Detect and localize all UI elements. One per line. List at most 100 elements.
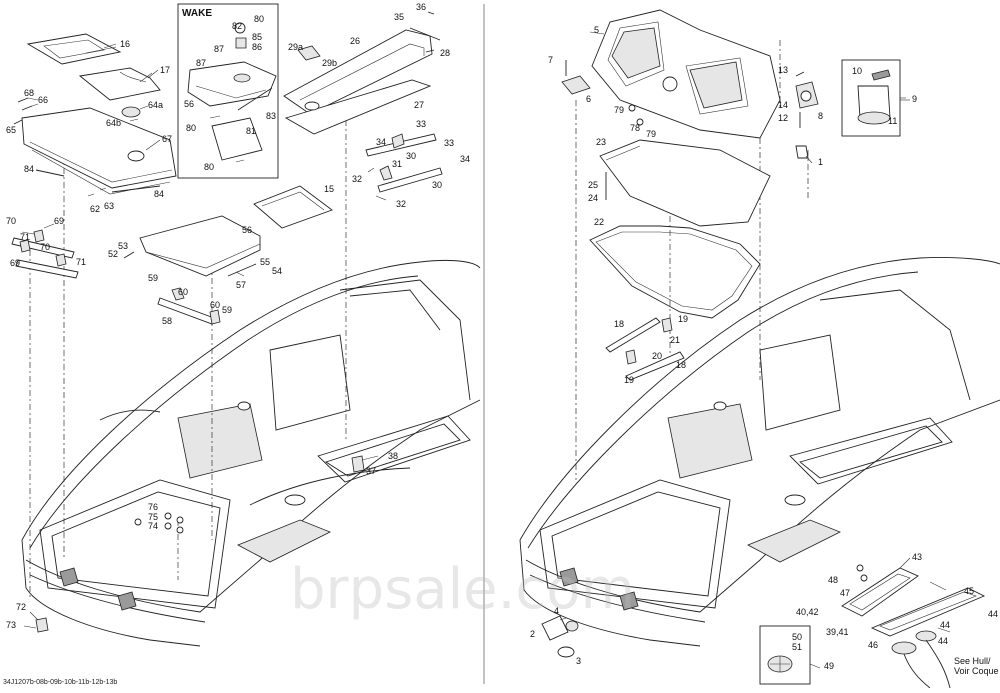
see-hull-line2: Voir Coque: [954, 666, 999, 676]
callout-label: 10: [852, 66, 862, 76]
callout-label: 47: [840, 588, 850, 598]
callout-label: 46: [868, 640, 878, 650]
part-22-gasket: [589, 225, 761, 319]
callout-label: 83: [266, 111, 276, 121]
callout-label: 76: [148, 502, 158, 512]
callout-label: 65: [6, 125, 16, 135]
part-43-48-vent: [841, 564, 986, 637]
callout-label: 33: [416, 119, 426, 129]
callout-label: 54: [272, 266, 282, 276]
callout-label: 36: [416, 2, 426, 12]
callout-label: 7: [548, 55, 553, 65]
left-hull-deck: [21, 259, 481, 647]
callout-label: 4: [554, 606, 559, 616]
part-37-38-latch: [351, 455, 379, 473]
callout-label: 38: [388, 451, 398, 461]
callout-label: 44: [940, 620, 950, 630]
callout-label: 59: [222, 305, 232, 315]
callout-label: 30: [432, 180, 442, 190]
callout-label: 67: [162, 134, 172, 144]
callout-label: 79: [614, 105, 624, 115]
callout-label: 72: [16, 602, 26, 612]
leader-lines: [103, 31, 911, 669]
callout-label: 71: [76, 257, 86, 267]
callout-label: 64b: [106, 118, 121, 128]
callout-label: 34: [376, 137, 386, 147]
callout-label: 74: [148, 521, 158, 531]
callout-label: 86: [252, 42, 262, 52]
callout-label: 3: [576, 656, 581, 666]
callout-label: 80: [186, 123, 196, 133]
callout-label: 30: [406, 151, 416, 161]
part-16-mat: [26, 33, 122, 65]
callout-label: 20: [652, 351, 662, 361]
part-84-strips: [35, 169, 161, 197]
callout-label: 79: [646, 129, 656, 139]
part-30-34-rods: [365, 133, 443, 201]
callout-label: 39,41: [826, 627, 849, 637]
callout-label: 34: [460, 154, 470, 164]
callout-label: 18: [676, 360, 686, 370]
callout-label: 53: [118, 241, 128, 251]
callout-label: 62: [90, 204, 100, 214]
callout-label: 37: [366, 466, 376, 476]
callout-label: 50: [792, 632, 802, 642]
callout-label: 87: [214, 44, 224, 54]
part-58-60-rod: [157, 287, 221, 325]
callout-label: 28: [440, 48, 450, 58]
callout-label: 84: [154, 189, 164, 199]
watermark: brpsale.com: [290, 557, 635, 622]
right-hull-deck: [519, 257, 1000, 647]
part-69-70-71-hinge: [11, 223, 79, 279]
part-8-14-valve: [795, 71, 819, 128]
callout-label: 80: [254, 14, 264, 24]
callout-label: 16: [120, 39, 130, 49]
wake-inset-box: [177, 3, 279, 179]
callout-label: 56: [242, 225, 252, 235]
callout-label: 75: [148, 512, 158, 522]
part-23-pad: [599, 139, 771, 227]
callout-label: 9: [912, 94, 917, 104]
callout-label: 59: [148, 273, 158, 283]
part-78-79-hardware: [628, 104, 644, 126]
footer-code: 34J1207b-08b-09b-10b-11b-12b-13b: [3, 679, 117, 686]
callout-label: 84: [24, 164, 34, 174]
callout-label: 32: [352, 174, 362, 184]
callout-label: 11: [888, 116, 897, 126]
callout-label: 21: [670, 335, 680, 345]
part-2-4-drain-plug: [541, 615, 579, 658]
callout-label: 87: [196, 58, 206, 68]
callout-label: 29b: [322, 58, 337, 68]
callout-label: 24: [588, 193, 598, 203]
part-15-56-board: [139, 185, 333, 277]
part-64-storage-cover: [21, 105, 177, 195]
callout-label: 69: [10, 258, 20, 268]
part-46-vent-tube: [891, 630, 951, 689]
part-5-storage-bin: [591, 9, 781, 139]
callout-label: 1: [818, 157, 823, 167]
screws-52-55: [123, 251, 257, 277]
callout-label: 22: [594, 217, 604, 227]
callout-label: 68: [24, 88, 34, 98]
part-17-mat: [78, 67, 161, 101]
screws-65-66-68: [13, 97, 39, 125]
callout-label: 51: [792, 642, 802, 652]
callout-label: 44: [988, 609, 998, 619]
callout-label: 33: [444, 138, 454, 148]
part-72-73-clip: [23, 611, 49, 633]
callout-label: 43: [912, 552, 922, 562]
callout-label: 27: [414, 100, 424, 110]
part-74-76-hardware: [134, 512, 184, 534]
callout-label: 48: [828, 575, 838, 585]
callout-label: 44: [938, 636, 948, 646]
callout-label: 58: [162, 316, 172, 326]
callout-label: 55: [260, 257, 270, 267]
callout-label: 64a: [148, 100, 163, 110]
callout-label: 63: [104, 201, 114, 211]
callout-label: 45: [964, 586, 974, 596]
callout-label: 69: [54, 216, 64, 226]
callout-label: 71: [20, 232, 30, 242]
callout-label: 25: [588, 180, 598, 190]
callout-label: 56: [184, 99, 194, 109]
see-hull-line1: See Hull/: [954, 656, 991, 666]
